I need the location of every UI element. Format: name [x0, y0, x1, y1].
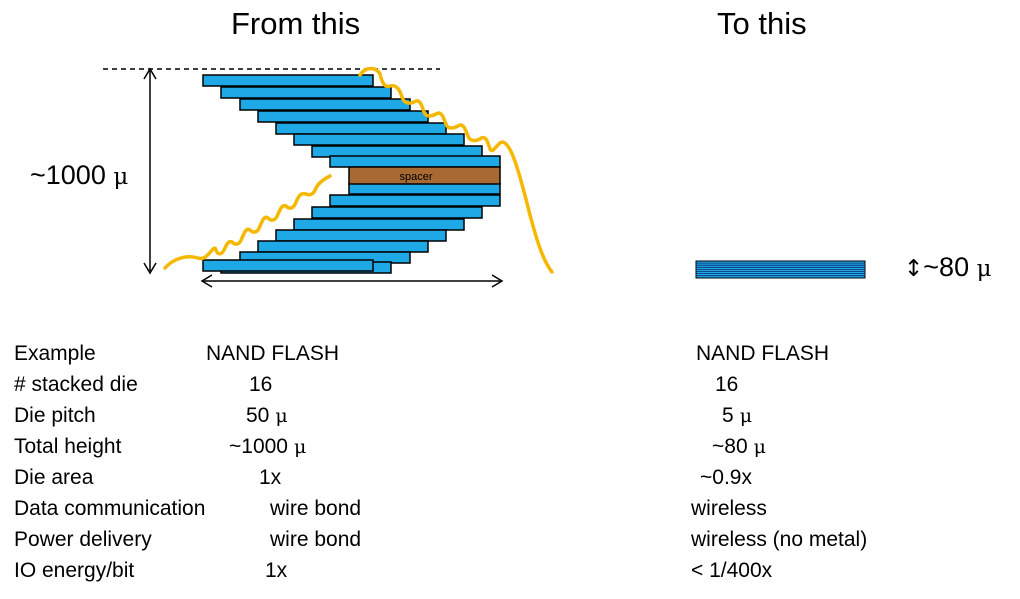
lower-die-5 [275, 229, 447, 242]
right-value: wireless (no metal) [691, 528, 868, 551]
row-label: Die pitch [14, 404, 96, 427]
upper-die-8 [329, 155, 501, 168]
table-row: Power delivery wire bond wireless (no meta… [0, 526, 1020, 554]
table-row: Die pitch 50 μ 5 μ [0, 402, 1020, 430]
left-value: 1x [259, 466, 282, 489]
row-label: Die area [14, 466, 94, 489]
upper-wire-bonds [358, 66, 554, 274]
thin-die-stack [695, 260, 866, 279]
right-value: ~0.9x [700, 466, 752, 489]
micron-unit: μ [269, 405, 288, 427]
row-label: IO energy/bit [14, 559, 135, 582]
spacer-die [348, 166, 501, 185]
lower-die-2 [329, 194, 501, 207]
upper-die-5 [275, 122, 447, 135]
stacked-die-group [202, 74, 501, 274]
right-height-label: ↕~80 μ [904, 252, 992, 282]
upper-die-3 [239, 98, 411, 111]
lower-die-3 [311, 206, 483, 219]
right-value: ~80 μ [712, 435, 767, 458]
lower-die-9 [202, 259, 374, 272]
upper-die-4 [257, 110, 429, 123]
row-label: Power delivery [14, 528, 152, 551]
row-label: Total height [14, 435, 122, 458]
spacer-label: spacer [399, 171, 432, 183]
width-dimension-arrow [200, 274, 504, 288]
left-value: ~1000 μ [229, 435, 307, 458]
upper-die-6 [293, 133, 465, 146]
right-value: wireless [691, 497, 767, 520]
micron-unit: μ [287, 436, 307, 458]
row-label: Data communication [14, 497, 206, 520]
lower-wire-bonds [163, 174, 332, 270]
right-value: < 1/400x [691, 559, 773, 582]
table-row: # stacked die 16 16 [0, 371, 1020, 399]
table-row: Total height ~1000 μ ~80 μ [0, 433, 1020, 461]
upper-die-1 [202, 74, 374, 87]
title-to-this: To this [717, 6, 807, 41]
row-label: Example [14, 342, 96, 365]
left-value: 16 [249, 373, 273, 396]
right-value: NAND FLASH [696, 342, 830, 365]
upper-die-2 [220, 86, 392, 99]
micron-unit: μ [747, 436, 767, 458]
left-value: wire bond [270, 528, 362, 551]
left-value: 1x [265, 559, 288, 582]
table-row: IO energy/bit 1x < 1/400x [0, 557, 1020, 585]
row-label: # stacked die [14, 373, 138, 396]
micron-unit: μ [733, 405, 753, 427]
lower-die-4 [293, 218, 465, 231]
right-value: 16 [715, 373, 739, 396]
table-row: Data communication wire bond wireless [0, 495, 1020, 523]
height-dimension-arrow [143, 67, 157, 275]
lower-die-6 [257, 240, 429, 253]
left-height-label: ~1000 μ [30, 160, 129, 190]
table-row: Die area 1x ~0.9x [0, 464, 1020, 492]
left-value: NAND FLASH [206, 342, 340, 365]
die-stack-diagram: spacer [103, 66, 866, 288]
left-value: 50 μ [246, 404, 288, 427]
double-arrow-icon: ↕ [904, 256, 924, 282]
table-row: Example NAND FLASH NAND FLASH [0, 340, 1020, 368]
left-value: wire bond [270, 497, 362, 520]
title-from-this: From this [231, 6, 361, 41]
right-value: 5 μ [722, 404, 753, 427]
